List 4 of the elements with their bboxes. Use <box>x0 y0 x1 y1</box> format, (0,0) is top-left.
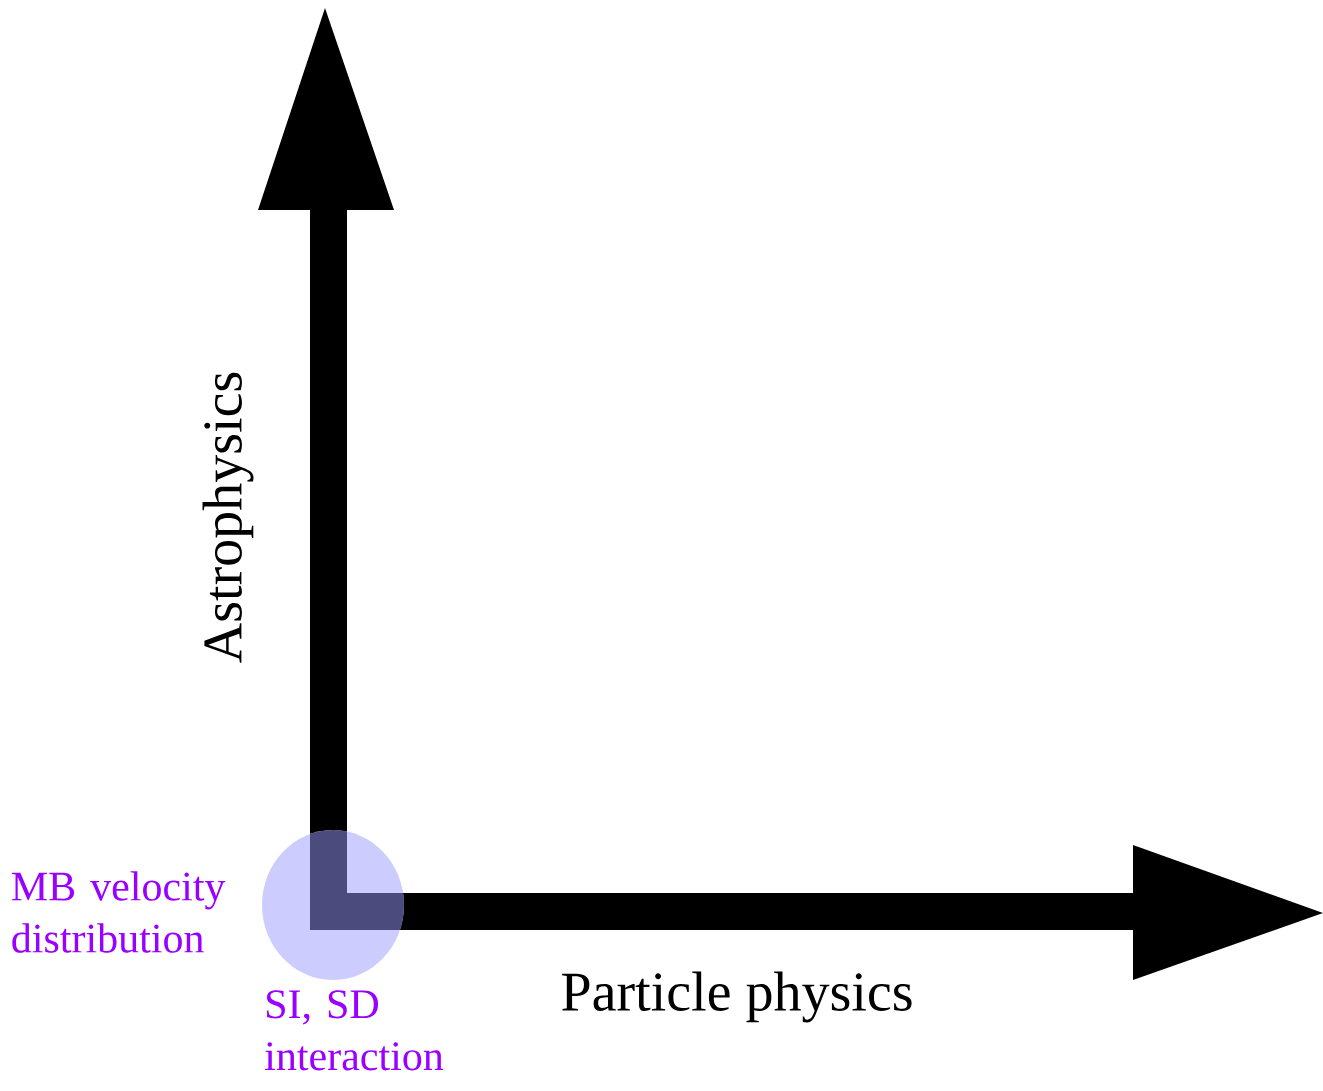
axis-label: Particle physics <box>562 971 912 1023</box>
highlight-circle <box>262 830 404 980</box>
annotation-text: MB velocity distribution <box>12 871 226 953</box>
annotation-text: SI, SD interaction <box>265 990 444 1071</box>
